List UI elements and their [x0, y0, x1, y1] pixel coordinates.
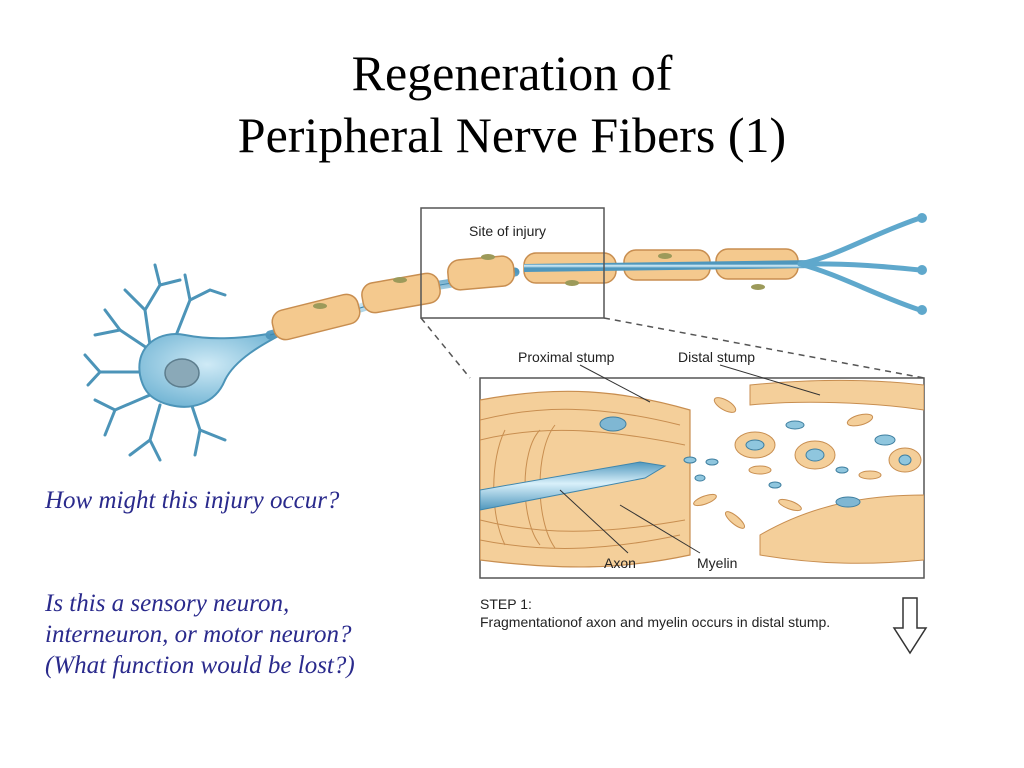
- question-injury: How might this injury occur?: [45, 487, 340, 514]
- zoom-connectors: [420, 317, 925, 379]
- injury-site-box: [420, 207, 605, 319]
- axon-distal: [523, 260, 816, 272]
- step-title: STEP 1:: [480, 596, 532, 612]
- title-line-2: Peripheral Nerve Fibers (1): [237, 107, 787, 163]
- schwann-nuclei: [313, 253, 765, 309]
- axon-terminals: [797, 215, 923, 313]
- terminal-buttons: [917, 213, 927, 315]
- step-text: Fragmentationof axon and myelin occurs i…: [480, 614, 831, 630]
- down-arrow-icon: [892, 597, 928, 655]
- zoom-panel: [479, 377, 925, 579]
- title-line-1: Regeneration of: [351, 45, 673, 101]
- neuron-cell-body: [83, 263, 227, 462]
- slide-title: Regeneration of Peripheral Nerve Fibers …: [0, 42, 1024, 166]
- step-caption: STEP 1: Fragmentationof axon and myelin …: [480, 595, 830, 631]
- nucleus: [164, 358, 200, 388]
- proximal-stump-label: Proximal stump: [518, 349, 615, 365]
- soma: [138, 329, 291, 408]
- myelin-label: Myelin: [697, 555, 737, 571]
- site-of-injury-label: Site of injury: [469, 223, 546, 239]
- question-neuron-type: Is this a sensory neuron, interneuron, o…: [45, 590, 355, 679]
- label-leaders: [559, 364, 821, 554]
- axon-label: Axon: [604, 555, 636, 571]
- distal-stump-label: Distal stump: [678, 349, 755, 365]
